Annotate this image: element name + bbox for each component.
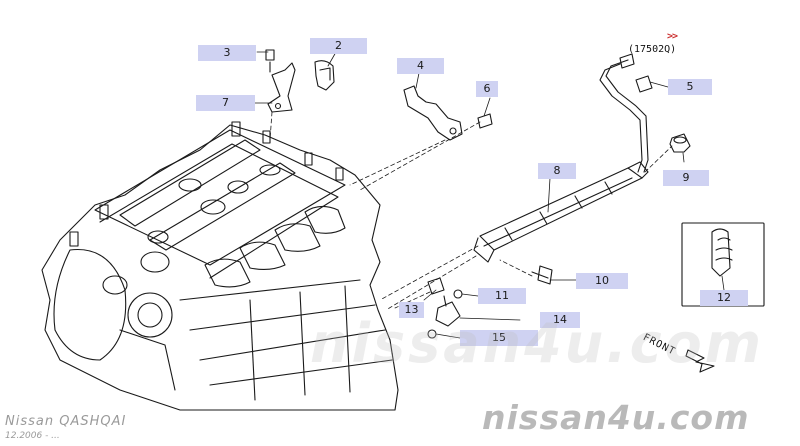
front-arrow <box>685 349 715 373</box>
callout-8[interactable]: 8 <box>538 163 576 179</box>
gaskets-box-12 <box>681 222 765 307</box>
callout-3[interactable]: 3 <box>198 45 256 61</box>
clamp-9 <box>669 133 691 153</box>
engine-block <box>41 121 399 411</box>
bracket-7 <box>265 49 296 113</box>
injector-group <box>427 277 463 339</box>
callout-7[interactable]: 7 <box>196 95 255 111</box>
callout-4[interactable]: 4 <box>397 58 444 74</box>
fuel-hose-5 <box>599 53 653 173</box>
bracket-4 <box>403 85 493 141</box>
model-caption: Nissan QASHQAI <box>5 414 127 429</box>
reference-code[interactable]: (17502Q) <box>628 44 677 55</box>
clip-2 <box>314 60 335 91</box>
callout-5[interactable]: 5 <box>668 79 712 95</box>
bolt-10 <box>531 265 553 285</box>
date-caption: 12.2006 - ... <box>5 431 60 441</box>
callout-12[interactable]: 12 <box>700 290 748 306</box>
callout-6[interactable]: 6 <box>476 81 498 97</box>
watermark-center: nissan4u.com <box>310 312 765 375</box>
fuel-rail-8 <box>473 161 649 263</box>
brand-watermark: nissan4u.com <box>482 398 750 437</box>
leader-lines <box>254 51 725 339</box>
callout-14[interactable]: 14 <box>540 312 580 328</box>
ref-arrow-icon[interactable]: >> <box>667 31 678 42</box>
callout-10[interactable]: 10 <box>576 273 628 289</box>
callout-9[interactable]: 9 <box>663 170 709 186</box>
callout-13[interactable]: 13 <box>399 302 424 318</box>
callout-2[interactable]: 2 <box>310 38 367 54</box>
callout-11[interactable]: 11 <box>478 288 526 304</box>
callout-15[interactable]: 15 <box>460 330 538 346</box>
